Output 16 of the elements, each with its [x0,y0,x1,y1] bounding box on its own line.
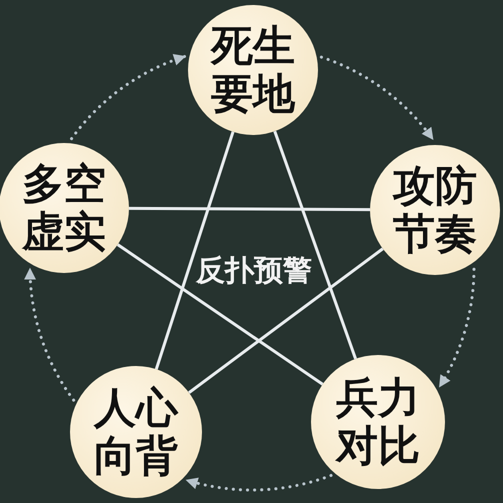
circle-label: 人心向背 [94,384,178,480]
circle-label: 死生要地 [211,22,295,118]
circle-label: 兵力对比 [336,374,420,470]
dotted-arrow [185,474,333,492]
connector-line [116,243,324,386]
connector-line [188,248,384,394]
connector-line [154,131,234,370]
circle-label: 多空虚实 [22,160,106,256]
connector-line [273,130,357,360]
dotted-arrow [438,268,476,388]
center-label: 反扑预警 [196,256,312,285]
circle-label: 攻防节奏 [393,162,477,258]
connector-line [129,206,370,212]
dotted-arrow [70,54,186,140]
dotted-arrow [24,267,76,402]
dotted-arrow [320,56,434,141]
